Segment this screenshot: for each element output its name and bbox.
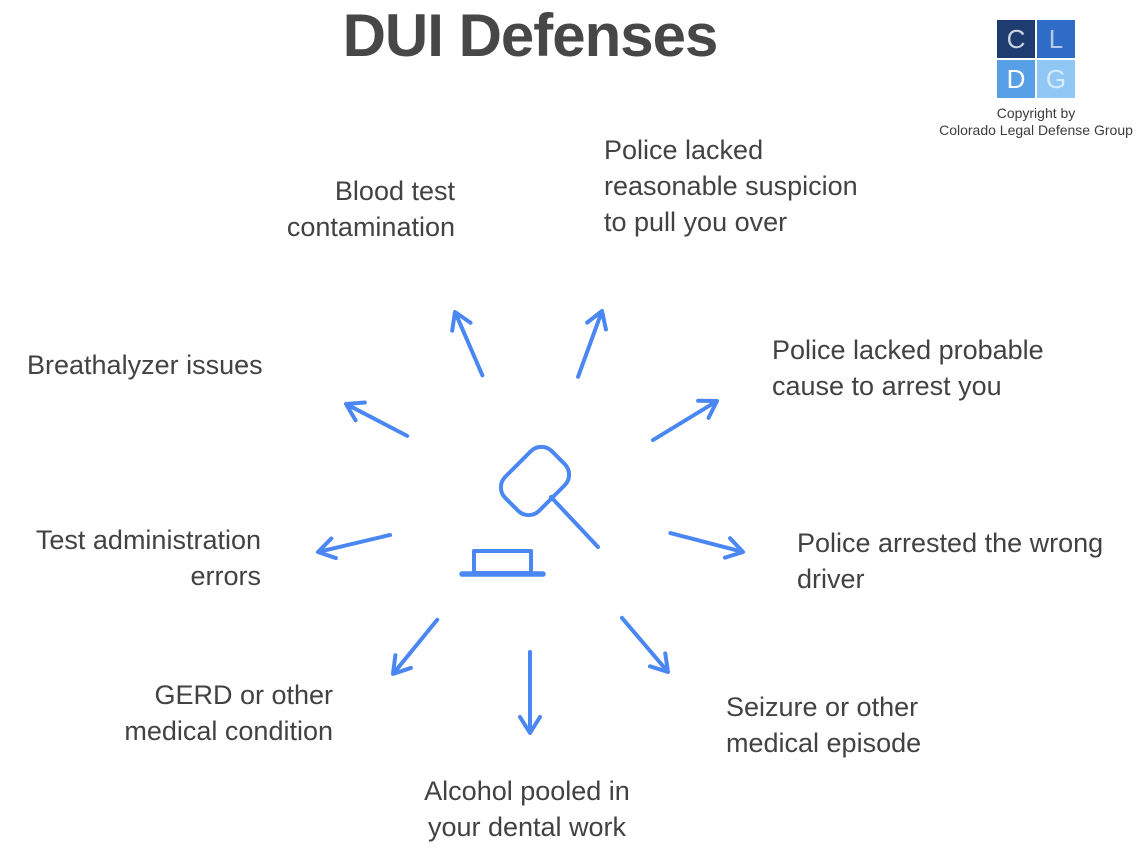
arrow-seizure-medical-episode <box>619 615 670 674</box>
defense-label-police-arrested-wrong-driver: Police arrested the wrong driver <box>797 528 1104 594</box>
defense-label-seizure-medical-episode: Seizure or other medical episode <box>726 692 922 758</box>
arrow-test-administration-errors <box>316 532 393 561</box>
logo-square-c: C <box>997 20 1035 58</box>
defense-label-alcohol-pooled-dental-work: Alcohol pooled in your dental work <box>424 776 630 842</box>
gavel-icon <box>459 444 600 577</box>
arrow-police-lacked-probable-cause <box>650 398 719 443</box>
gavel-block <box>472 549 533 575</box>
copyright-line1: Copyright by <box>996 105 1076 121</box>
defense-label-test-administration-errors: Test administration errors <box>35 525 261 591</box>
logo-square-g: G <box>1037 60 1075 98</box>
defense-label-police-lacked-probable-cause: Police lacked probable cause to arrest y… <box>772 335 1044 401</box>
arrow-police-arrested-wrong-driver <box>668 531 745 560</box>
defense-label-breathalyzer-issues: Breathalyzer issues <box>27 350 263 380</box>
logo-block: C L D G Copyright by Colorado Legal Defe… <box>928 20 1144 139</box>
defense-label-blood-test-contamination: Blood test contamination <box>286 176 455 242</box>
logo-square-l: L <box>1037 20 1075 58</box>
gavel-handle <box>549 495 600 549</box>
copyright-line2: Colorado Legal Defense Group <box>939 122 1133 138</box>
arrow-blood-test-contamination <box>450 310 485 378</box>
logo-grid: C L D G <box>928 20 1144 98</box>
defense-label-police-lacked-reasonable-suspicion: Police lacked reasonable suspicion to pu… <box>604 135 858 237</box>
defense-label-gerd-medical-condition: GERD or other medical condition <box>124 680 333 746</box>
arrow-breathalyzer-issues <box>344 400 410 438</box>
page-title: DUI Defenses <box>342 2 719 69</box>
arrow-alcohol-pooled-dental-work <box>518 650 542 735</box>
arrow-police-lacked-reasonable-suspicion <box>576 309 608 379</box>
copyright-text: Copyright by Colorado Legal Defense Grou… <box>928 105 1144 139</box>
arrow-gerd-medical-condition <box>391 617 440 676</box>
logo-square-d: D <box>997 60 1035 98</box>
